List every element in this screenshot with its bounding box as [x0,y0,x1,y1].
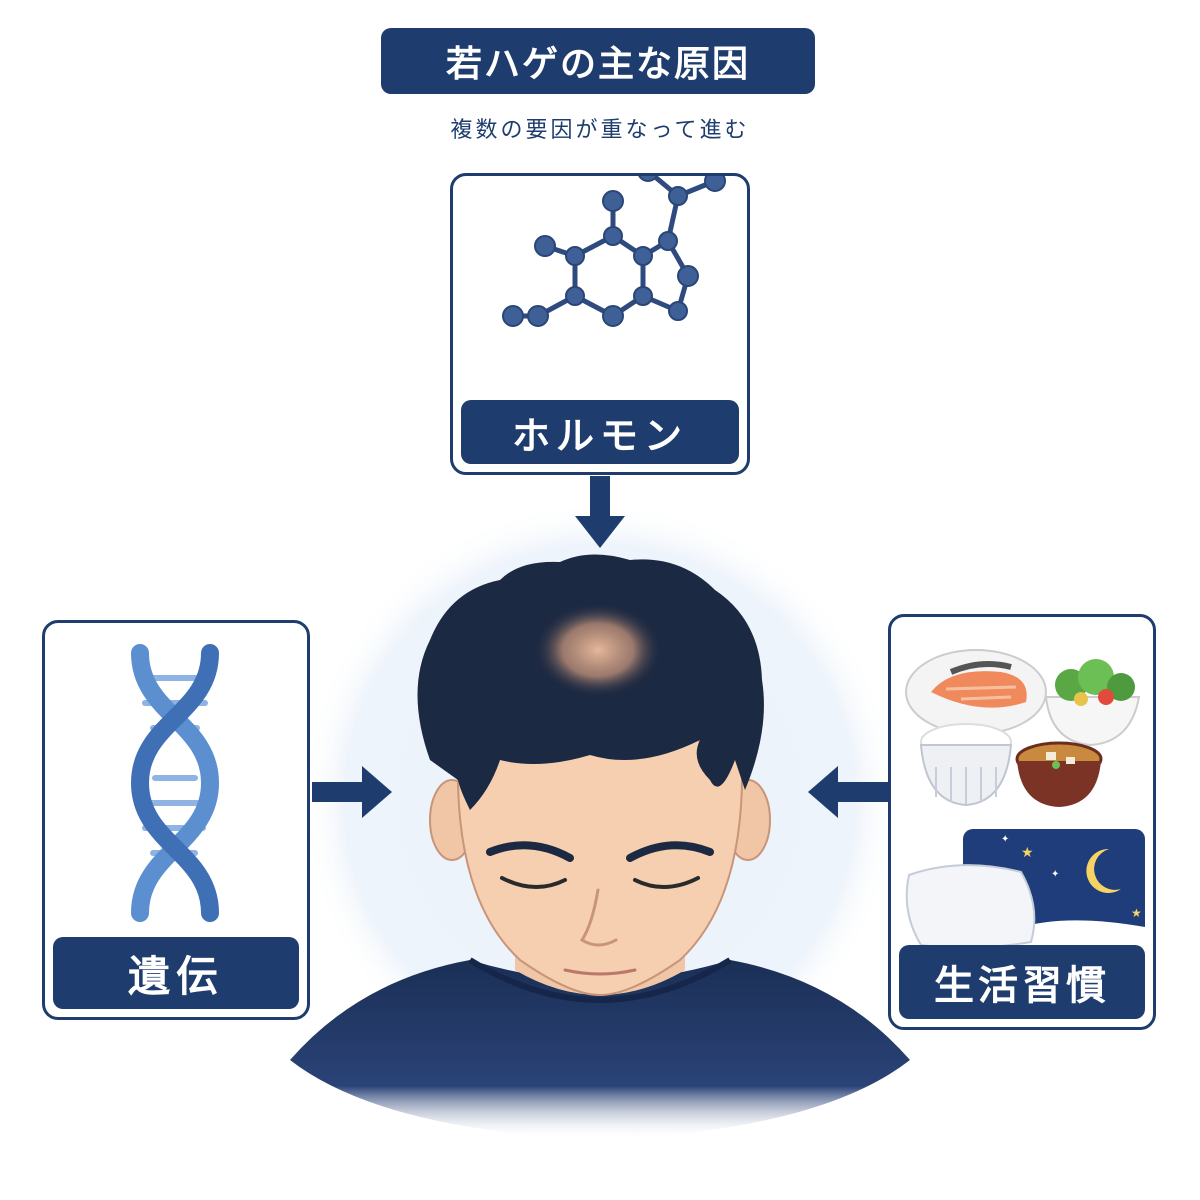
right-eye [633,876,700,890]
nose [579,888,618,947]
molecule-icon [502,176,726,327]
cause-card-hormone: ホルモン [450,173,750,475]
cause-card-genetics: 遺伝 [42,620,310,1020]
svg-text:✦: ✦ [1051,869,1059,880]
svg-text:★: ★ [1131,906,1142,920]
svg-text:★: ★ [1021,845,1034,861]
page-title: 若ハゲの主な原因 [381,28,815,94]
svg-text:✦: ✦ [1001,834,1009,845]
cause-label-hormone: ホルモン [461,400,739,464]
cause-card-lifestyle: ★ ✦ ★ ✦ 生活習慣 [888,614,1156,1030]
right-eyebrow [626,841,714,862]
rice-bowl-icon [919,723,1013,807]
lifestyle-illustration: ★ ✦ ★ ✦ [905,649,1145,947]
shirt [290,960,910,1140]
salad-bowl-icon [1044,659,1141,747]
salmon-plate-icon [905,649,1047,735]
dna-icon [130,644,220,922]
pillow-icon [905,864,1036,947]
thinning-crown [533,602,663,698]
page-subtitle: 複数の要因が重なって進む [450,118,750,143]
cause-label-lifestyle: 生活習慣 [899,945,1145,1019]
miso-soup-icon [1015,741,1103,807]
left-eye [500,876,567,890]
left-eyebrow [486,841,574,862]
cause-label-genetics: 遺伝 [53,937,299,1009]
mouth [563,968,637,976]
